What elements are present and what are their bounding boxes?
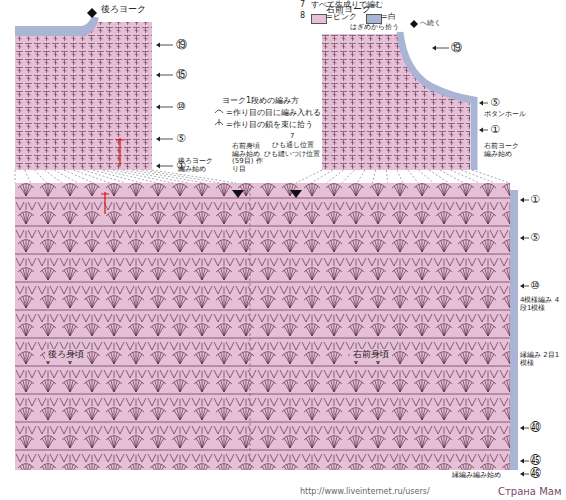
- callout-number: ⑩: [530, 280, 540, 292]
- markers: [87, 8, 418, 214]
- chart-part: 後ろヨーク: [15, 4, 152, 170]
- callout-number: ⑤: [490, 97, 500, 109]
- note-label: 4模様編み 4段1模様: [520, 297, 562, 312]
- callout-number: ⑮: [176, 69, 187, 81]
- callout-number: ㊵: [530, 422, 541, 434]
- callout-number: ⑤: [530, 232, 540, 244]
- note-label: =作り目の目に編み入れる: [226, 109, 321, 118]
- legend-text: =白: [381, 13, 396, 22]
- note-label: へ続く: [420, 20, 441, 28]
- callout-number: ㊻: [530, 468, 541, 480]
- note-label: ヨーク1段めの編み方: [222, 97, 299, 106]
- back-yoke: [15, 16, 152, 170]
- callout-number: ⑤: [176, 133, 186, 145]
- note-label: 右前ヨーク 編み始め: [484, 143, 524, 158]
- legend-swatch: [366, 14, 382, 24]
- callout-number: ①: [490, 124, 500, 136]
- note-label: 7: [290, 133, 294, 141]
- right-front-yoke: [322, 32, 474, 170]
- leader-lines: [15, 43, 529, 477]
- note-label: すべて生成りで編む: [311, 1, 383, 10]
- legend-swatch: [311, 14, 327, 24]
- part-heading: 後ろ身頃: [45, 349, 87, 361]
- part-heading: 右前身頃: [350, 349, 392, 361]
- callout-number: ⑲: [176, 39, 187, 51]
- note-label: =作り目の鎖を束に拾う: [226, 121, 313, 130]
- note-label: 8: [300, 12, 305, 21]
- note-label: 縁編み 2目1模様: [520, 352, 562, 367]
- part-heading: 後ろヨーク: [101, 5, 146, 15]
- callout-number: ㊺: [530, 455, 541, 467]
- note-label: Страна Мам: [498, 486, 561, 497]
- note-label: 後ろヨーク 編み始め: [178, 158, 218, 173]
- note-label: 縁編み編み始め: [452, 472, 501, 480]
- callout-number: ①: [530, 194, 540, 206]
- body-panel: [15, 183, 518, 470]
- note-label: ひも縫いつけ位置: [264, 151, 320, 159]
- note-label: http://www.liveinternet.ru/users/: [300, 488, 430, 497]
- legend-text: =ピンク: [326, 13, 357, 22]
- note-label: はぎめから拾う: [350, 24, 399, 32]
- chart-part: 後ろ身頃 右前身頃: [15, 183, 510, 470]
- note-label: ボタンホール: [484, 111, 526, 119]
- note-label: 7: [300, 1, 305, 10]
- note-label: ひも通し位置: [272, 142, 314, 150]
- note-label: 右前身頃 編み始め (59目) 作り目: [232, 143, 268, 174]
- callout-number: ⑩: [176, 101, 186, 113]
- callout-number: ⑲: [451, 42, 462, 54]
